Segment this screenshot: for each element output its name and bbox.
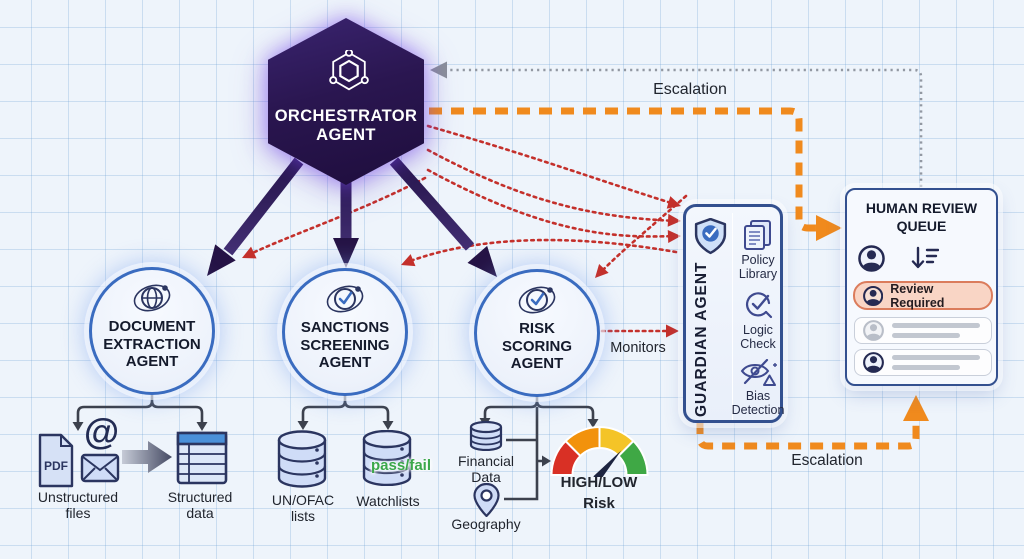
envelope-icon [80,453,120,483]
human-review-queue-panel: HUMAN REVIEW QUEUE Review Required [845,188,998,386]
escalation-dashed-line-bottom [696,420,920,450]
check-orbit-icon [518,286,556,314]
highlow-label: HIGH/LOW [560,474,638,491]
database-icon [469,421,503,451]
placeholder-bar [892,355,980,360]
orchestrator-agent-node: ORCHESTRATOR AGENT [268,18,424,185]
guardian-item-bias-line1: Bias [745,389,771,403]
placeholder-bar [892,333,960,338]
guardian-title: GUARDIAN AGENT [693,261,710,417]
monitor-dotted-lines [244,124,688,333]
database-icon [362,430,412,486]
agent-name-line: AGENT [318,354,372,371]
monitor-arrowheads [242,196,681,338]
agent-name-line: DOCUMENT [108,318,196,335]
hex-network-icon [329,50,369,91]
queue-row-placeholder [854,317,992,344]
user-icon [863,320,884,341]
guardian-agent-panel: GUARDIAN AGENT Policy Library Logic Chec… [683,204,784,423]
placeholder-bar [892,365,960,370]
orchestrator-title-line2: AGENT [316,126,376,144]
guardian-item-logic-line1: Logic [743,323,773,337]
shield-check-icon [694,218,727,255]
database-icon [277,430,327,488]
financial-data-label: Financial Data [457,453,515,485]
agent-name-line: EXTRACTION [103,335,201,353]
structured-data-label: Structured data [167,489,233,521]
sanctions-screening-agent-node: SANCTIONS SCREENING AGENT [282,268,408,396]
watchlists-label: Watchlists [356,493,420,509]
agent-name-line: SANCTIONS [300,319,390,336]
orchestrator-title-line1: ORCHESTRATOR [274,107,418,125]
bias-detection-icon [740,359,777,386]
queue-row-placeholder [854,349,992,376]
escalation-dashed-line-top [429,107,816,232]
hrq-title-line1: HUMAN REVIEW [865,200,978,216]
escalation-bottom-label: Escalation [791,452,863,469]
agent-name-line: SCREENING [300,336,390,354]
monitors-label: Monitors [610,340,666,356]
guardian-item-policy-line2: Library [738,267,778,281]
risk-scoring-agent-node: RISK SCORING AGENT [474,269,600,397]
placeholder-bar [892,323,980,328]
agent-name-line: SCORING [501,337,572,355]
user-icon [858,245,885,272]
pass-fail-label: pass/fail [370,457,432,474]
escalation-arrowhead-top [816,215,842,241]
logic-check-icon [746,292,773,319]
check-orbit-icon [326,285,364,313]
review-required-badge: Review Required [853,281,993,310]
sort-descending-icon [911,246,939,269]
document-extraction-agent-node: DOCUMENT EXTRACTION AGENT [89,267,215,395]
feedback-arrowhead [430,61,447,79]
risk-label: Risk [583,495,615,512]
orchestrator-arrows [223,157,475,256]
geography-label: Geography [451,516,521,532]
gauge-needle [593,450,622,477]
guardian-divider [732,213,733,420]
at-symbol-icon: @ [84,411,120,452]
globe-orbit-icon [133,284,171,312]
table-icon [176,431,228,485]
branch-connectors [76,395,595,501]
policy-library-icon [744,220,771,250]
gauge-icon [550,425,649,477]
location-pin-icon [473,483,500,517]
user-icon [863,352,884,373]
review-required-label: Review Required [890,281,945,310]
guardian-item-bias-line2: Detection [731,403,785,417]
orchestrator-arrowheads [207,238,497,277]
hrq-title-line2: QUEUE [896,218,947,234]
agent-name-line: AGENT [510,355,564,372]
agent-name-line: AGENT [125,353,179,370]
user-icon [863,285,884,306]
unstructured-to-structured-arrow [122,441,172,473]
agent-name-line: RISK [519,320,555,337]
escalation-top-label: Escalation [653,81,727,98]
pdf-icon: PDF [38,433,74,488]
guardian-item-logic-line2: Check [740,337,776,351]
escalation-arrowhead-bottom [903,395,929,421]
pdf-label: PDF [44,459,68,473]
unofac-lists-label: UN/OFAC lists [271,492,335,524]
unstructured-files-label: Unstructured files [37,489,119,521]
guardian-item-policy-line1: Policy [741,253,775,267]
